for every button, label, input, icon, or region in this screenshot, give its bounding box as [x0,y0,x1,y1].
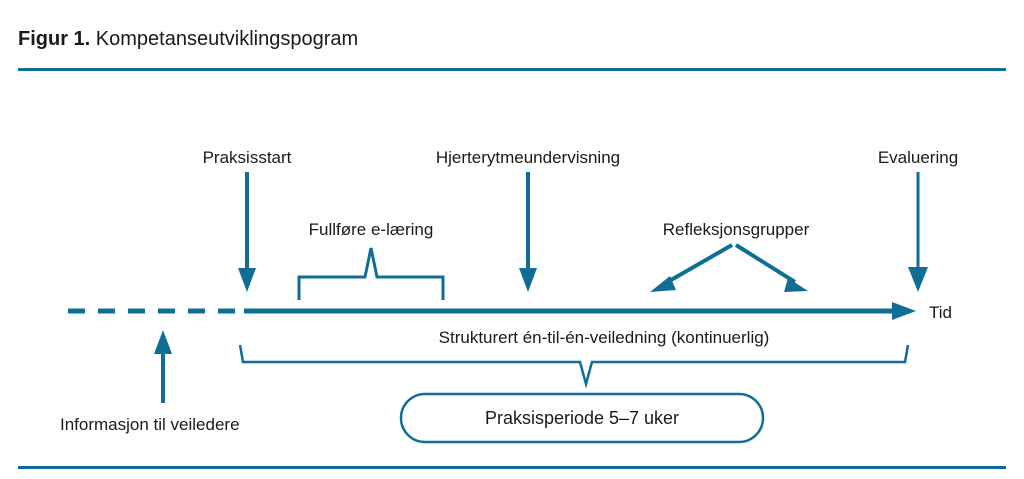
milestone-label-hjerterytmeundervisning: Hjerterytmeundervisning [436,148,620,167]
milestone-label-evaluering: Evaluering [878,148,958,167]
period-box-label: Praksisperiode 5–7 uker [485,408,679,428]
header-divider [18,68,1006,71]
period-box: Praksisperiode 5–7 uker [399,392,765,444]
down-arrow-hjerterytmeundervisning-icon [519,172,537,292]
axis-label-tid: Tid [929,303,952,322]
footer-divider [18,466,1006,469]
down-arrow-evaluering-icon [908,172,928,292]
double-arrow-refleksjonsgrupper-icon [650,243,808,292]
timeline-arrowhead-icon [892,302,916,320]
brace-fullfore-elaering-icon [297,247,445,300]
page-title: Figur 1. Kompetanseutviklingspogram [18,26,358,52]
figure-caption: Kompetanseutviklingspogram [95,28,359,50]
period-box-outline [399,392,765,444]
milestone-label-praksisstart: Praksisstart [203,148,292,167]
span-label-fullfore-elaering: Fullføre e-læring [309,220,434,239]
down-arrow-praksisstart-icon [238,172,256,292]
milestone-label-informasjon-til-veiledere: Informasjon til veiledere [60,415,240,434]
figure-number: Figur 1. [18,28,91,50]
up-arrow-informasjon-til-veiledere-icon [154,330,172,403]
timeline-axis [68,302,916,320]
span-label-refleksjonsgrupper: Refleksjonsgrupper [663,220,810,239]
axis-caption: Strukturert én-til-én-veiledning (kontin… [439,328,770,347]
brace-praksisperiode-icon [238,344,910,389]
